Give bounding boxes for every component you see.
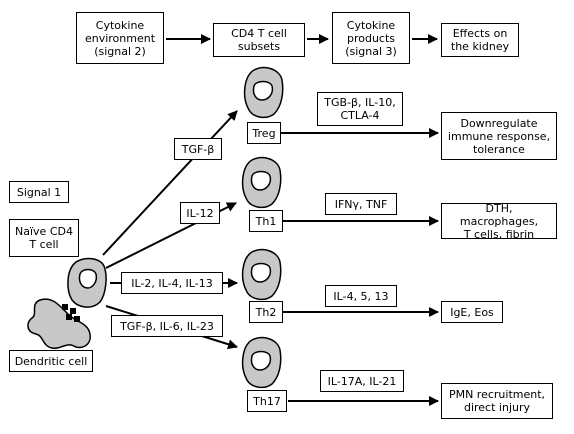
- th1-effect-box: DTH, macrophages, T cells, fibrin: [441, 202, 557, 241]
- th2-label: Th2: [249, 301, 283, 323]
- naive-nucleus-icon: [78, 268, 98, 289]
- treg-effect-box: Downregulate immune response, tolerance: [441, 112, 557, 160]
- th2-products-box: IL-4, 5, 13: [325, 285, 397, 307]
- arrow-to-treg: [102, 110, 238, 256]
- treg-label: Treg: [247, 122, 281, 144]
- cd4-subsets-box: CD4 T cell subsets: [213, 23, 305, 57]
- th17-products-box: IL-17A, IL-21: [320, 370, 404, 392]
- cytokine-environment-box: Cytokine environment (signal 2): [76, 12, 164, 64]
- th17-effect-box: PMN recruitment, direct injury: [441, 383, 553, 419]
- signal1-label: Signal 1: [9, 181, 69, 203]
- effects-kidney-box: Effects on the kidney: [441, 23, 519, 57]
- signal-tgfb-il6-il23-box: TGF-β, IL-6, IL-23: [111, 315, 223, 337]
- th2-effect-box: IgE, Eos: [441, 301, 503, 323]
- th17-label: Th17: [247, 390, 287, 412]
- treg-products-box: TGB-β, IL-10, CTLA-4: [317, 92, 403, 126]
- th17-nucleus-icon: [250, 350, 272, 371]
- synapse-receptor-icon: [62, 304, 80, 322]
- signal-tgfb-box: TGF-β: [174, 138, 222, 160]
- th1-nucleus-icon: [250, 170, 272, 191]
- treg-nucleus-icon: [252, 80, 274, 101]
- naive-cd4-label: Naïve CD4 T cell: [9, 219, 79, 257]
- signal-il12-box: IL-12: [180, 202, 220, 224]
- th1-products-box: IFNγ, TNF: [325, 193, 397, 215]
- cytokine-products-box: Cytokine products (signal 3): [332, 12, 410, 64]
- signal-il2-il4-il13-box: IL-2, IL-4, IL-13: [121, 272, 223, 294]
- th2-nucleus-icon: [250, 262, 272, 283]
- th1-label: Th1: [249, 210, 283, 232]
- dendritic-cell-label: Dendritic cell: [9, 350, 93, 372]
